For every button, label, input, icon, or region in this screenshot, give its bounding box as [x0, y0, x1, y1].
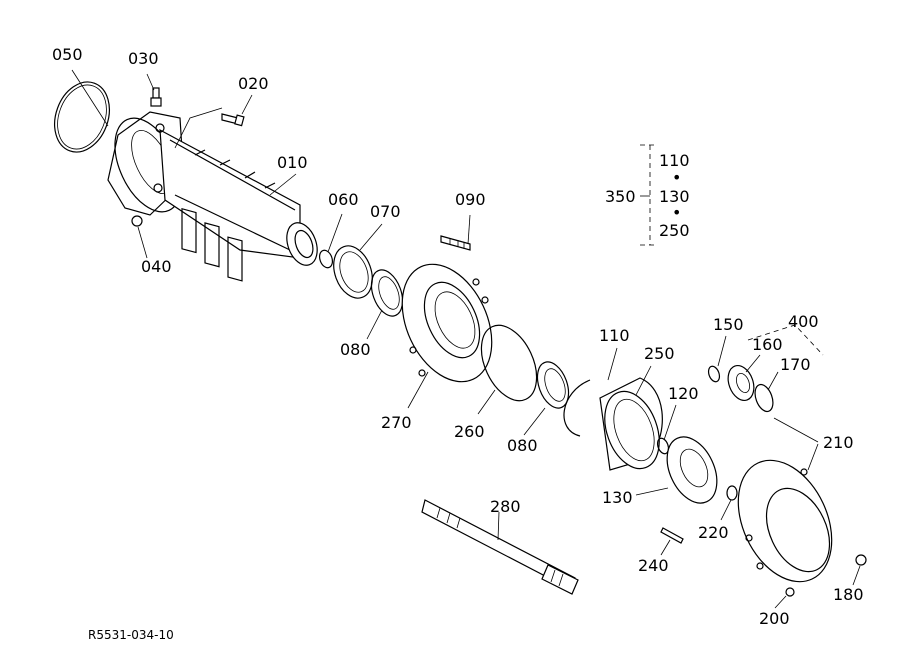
label-110: 110 [599, 326, 630, 345]
label-240: 240 [638, 556, 669, 575]
label-030: 030 [128, 49, 159, 68]
label-060: 060 [328, 190, 359, 209]
bolt-020 [221, 113, 245, 127]
label-180: 180 [833, 585, 864, 604]
assembly-sep-2: • [672, 203, 681, 222]
label-260: 260 [454, 422, 485, 441]
label-150: 150 [713, 315, 744, 334]
label-080-b: 080 [507, 436, 538, 455]
label-090: 090 [455, 190, 486, 209]
bearing-080-a [370, 269, 404, 317]
bearing-080-b [536, 361, 570, 409]
o-ring-260 [480, 324, 538, 402]
label-070: 070 [370, 202, 401, 221]
label-160: 160 [752, 335, 783, 354]
label-040: 040 [141, 257, 172, 276]
label-020: 020 [238, 74, 269, 93]
needle-bearing-170 [754, 383, 774, 413]
leader-lines [71, 69, 861, 609]
o-ring-050 [54, 81, 110, 153]
label-050: 050 [52, 45, 83, 64]
label-270: 270 [381, 413, 412, 432]
o-ring-050-inner [57, 84, 107, 150]
washer-120 [656, 437, 670, 455]
label-280: 280 [490, 497, 521, 516]
label-250: 250 [644, 344, 675, 363]
label-350: 350 [605, 187, 636, 206]
axle-shaft-280 [421, 499, 579, 595]
callout-labels: 050 030 020 010 040 060 070 090 080 270 … [52, 45, 864, 642]
washer-220 [726, 485, 738, 501]
reference-code: R5531-034-10 [88, 628, 174, 642]
label-210: 210 [823, 433, 854, 452]
label-170: 170 [780, 355, 811, 374]
axle-housing-010 [107, 111, 318, 282]
assembly-350-bracket-ends [640, 144, 655, 246]
hub-270 [401, 263, 493, 383]
snap-ring-110 [563, 379, 591, 437]
assembly-400-bracket [747, 324, 824, 356]
label-400: 400 [788, 312, 819, 331]
spacer-070 [333, 245, 373, 299]
drain-plug-040 [131, 215, 143, 227]
label-080-a: 080 [340, 340, 371, 359]
planet-gear-160 [727, 364, 755, 402]
label-010: 010 [277, 153, 308, 172]
ring-gear-250 [599, 377, 663, 471]
assembly-item-110: 110 [659, 151, 690, 170]
snap-ring-150 [707, 365, 721, 383]
snap-ring-060 [318, 249, 334, 269]
assembly-sep-1: • [672, 168, 681, 187]
assembly-item-250: 250 [659, 221, 690, 240]
pin-240 [660, 527, 684, 544]
label-220: 220 [698, 523, 729, 542]
hub-cover-210 [737, 459, 833, 583]
plug-180 [855, 554, 867, 566]
assembly-item-130: 130 [659, 187, 690, 206]
breather-plug-030 [150, 87, 162, 107]
stud-bolt-090 [440, 235, 471, 251]
planet-carrier-130 [666, 436, 718, 504]
label-130: 130 [602, 488, 633, 507]
label-120: 120 [668, 384, 699, 403]
label-200: 200 [759, 609, 790, 628]
bolt-200 [785, 587, 795, 597]
